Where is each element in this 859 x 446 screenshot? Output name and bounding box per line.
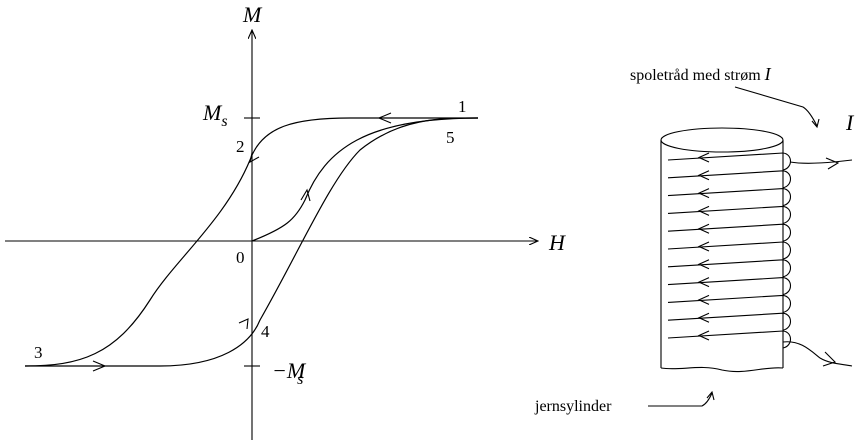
current-direction-arrow	[697, 152, 710, 163]
neg-ms-label: −Ms	[272, 358, 307, 388]
coil-winding	[667, 277, 792, 296]
point-label-3: 3	[34, 343, 43, 362]
coil-winding	[667, 170, 792, 189]
cylinder-label-pointer	[648, 392, 713, 407]
cylinder-top	[660, 127, 784, 153]
current-direction-arrow	[697, 241, 710, 252]
current-direction-arrow	[697, 277, 710, 288]
h-axis-label: H	[548, 230, 566, 255]
wire-out-arrow	[822, 351, 837, 367]
coil-windings	[667, 152, 792, 349]
current-direction-arrow	[697, 188, 710, 199]
current-direction-arrow	[697, 223, 710, 234]
current-symbol: I	[845, 110, 855, 135]
arrow-top-left	[377, 112, 392, 124]
wire-label-pointer-head	[811, 118, 820, 129]
wire-label: spoletråd med strøm I	[630, 64, 772, 84]
initial-magnetization-curve	[251, 117, 479, 242]
cylinder-bottom	[660, 366, 784, 373]
current-direction-arrow	[697, 259, 710, 270]
wire-in	[789, 159, 853, 164]
coil-winding	[667, 312, 792, 331]
wire-label-pointer	[734, 86, 818, 127]
ascending-branch	[25, 117, 479, 367]
ms-label: Ms	[202, 100, 228, 130]
coil-winding	[667, 223, 792, 242]
point-label-5: 5	[446, 128, 455, 147]
arrow-initial-up	[300, 188, 311, 202]
wire-out	[782, 341, 853, 367]
current-direction-arrow	[697, 330, 710, 341]
cylinder-label-pointer-head	[706, 390, 715, 401]
origin-label: 0	[236, 248, 245, 267]
coil-winding	[667, 330, 792, 349]
coil-winding	[667, 241, 792, 260]
hysteresis-diagram: M H 0 Ms −Ms 1 2 3 4 5	[5, 2, 566, 440]
current-direction-arrow	[697, 294, 710, 305]
cylinder-label: jernsylinder	[534, 398, 612, 415]
point-label-2: 2	[236, 137, 245, 156]
coil-winding	[667, 205, 792, 224]
current-direction-arrow	[697, 312, 710, 323]
coil-winding	[667, 259, 792, 278]
coil-winding	[667, 188, 792, 207]
coil-diagram: spoletråd med strøm I I jernsylinder	[534, 64, 855, 415]
m-axis-label: M	[242, 2, 263, 27]
arrow-4-up	[238, 318, 249, 330]
point-label-1: 1	[458, 97, 467, 116]
wire-in-arrow	[825, 157, 840, 170]
coil-winding	[667, 152, 792, 171]
descending-branch	[24, 117, 478, 367]
arrow-2-down	[249, 152, 260, 164]
arrow-bottom-right	[92, 360, 107, 372]
current-direction-arrow	[697, 170, 710, 181]
point-label-4: 4	[261, 322, 270, 341]
coil-winding	[667, 294, 792, 313]
current-direction-arrow	[697, 205, 710, 216]
